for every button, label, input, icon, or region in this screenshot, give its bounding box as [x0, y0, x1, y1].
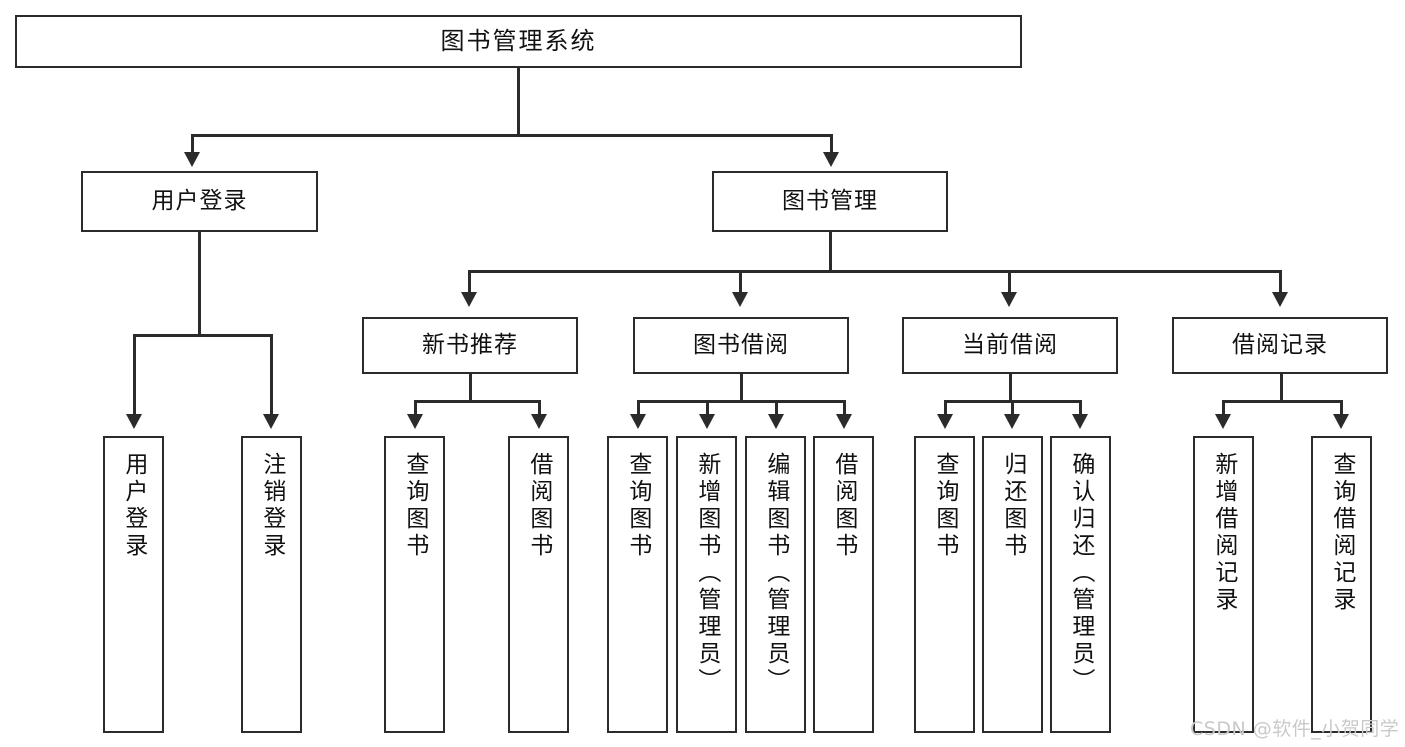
node-book-borrow-label: 图书借阅	[693, 331, 789, 358]
leaf-query-record[interactable]: 查询借阅记录	[1311, 436, 1372, 733]
leaf-query-book-3[interactable]: 查询图书	[914, 436, 975, 733]
leaf-query-book-1-label: 查询图书	[401, 452, 428, 560]
leaf-user-login[interactable]: 用户登录	[103, 436, 164, 733]
node-borrow-record[interactable]: 借阅记录	[1172, 317, 1388, 374]
leaf-add-book-label: 新增图书（管理员）	[693, 452, 720, 695]
connector-user-login-drop-1	[133, 334, 136, 416]
leaf-user-login-label: 用户登录	[120, 452, 147, 560]
arrow-to-leaf-borrow-book-1	[531, 414, 547, 429]
leaf-borrow-book-2[interactable]: 借阅图书	[813, 436, 874, 733]
connector-nbr-bar	[414, 400, 540, 403]
arrow-root-to-user-login	[184, 152, 200, 167]
leaf-add-book[interactable]: 新增图书（管理员）	[676, 436, 737, 733]
leaf-confirm-return-label: 确认归还（管理员）	[1067, 452, 1094, 695]
leaf-confirm-return[interactable]: 确认归还（管理员）	[1050, 436, 1111, 733]
arrow-to-leaf-user-logout	[263, 414, 279, 429]
connector-user-login-bar	[133, 334, 272, 337]
arrow-to-leaf-edit-book	[768, 414, 784, 429]
connector-cb-stem	[1009, 374, 1012, 402]
connector-bb-drop-1	[637, 400, 640, 416]
leaf-borrow-book-2-label: 借阅图书	[830, 452, 857, 560]
connector-root-to-user-login	[191, 134, 194, 154]
leaf-borrow-book-1-label: 借阅图书	[525, 452, 552, 560]
leaf-edit-book-label: 编辑图书（管理员）	[762, 452, 789, 695]
arrow-root-to-book-manage	[823, 152, 839, 167]
arrow-to-leaf-query-book-2	[630, 414, 646, 429]
connector-root-bar	[191, 134, 832, 137]
node-current-borrow-label: 当前借阅	[962, 331, 1058, 358]
node-new-book-recommend-label: 新书推荐	[422, 331, 518, 358]
arrow-to-leaf-confirm-return	[1072, 414, 1088, 429]
arrow-to-leaf-query-record	[1333, 414, 1349, 429]
arrow-to-leaf-query-book-3	[937, 414, 953, 429]
connector-nbr-stem	[469, 374, 472, 402]
arrow-to-current-borrow	[1001, 292, 1017, 307]
arrow-to-new-book-recommend	[461, 292, 477, 307]
connector-cb-drop-3	[1079, 400, 1082, 416]
connector-br-stem	[1280, 374, 1283, 402]
connector-bm-drop-4	[1279, 270, 1282, 294]
node-root[interactable]: 图书管理系统	[15, 15, 1022, 68]
connector-br-drop-1	[1222, 400, 1225, 416]
leaf-query-book-2-label: 查询图书	[624, 452, 651, 560]
connector-bb-drop-2	[706, 400, 709, 416]
connector-root-to-book-manage	[830, 134, 833, 154]
connector-bb-bar	[637, 400, 844, 403]
arrow-to-leaf-borrow-book-2	[836, 414, 852, 429]
leaf-edit-book[interactable]: 编辑图书（管理员）	[745, 436, 806, 733]
leaf-borrow-book-1[interactable]: 借阅图书	[508, 436, 569, 733]
connector-book-manage-stem	[829, 231, 832, 272]
connector-bb-stem	[740, 374, 743, 402]
connector-root-stem	[517, 68, 520, 136]
connector-br-drop-2	[1340, 400, 1343, 416]
connector-book-manage-bar	[468, 270, 1280, 273]
leaf-return-book-label: 归还图书	[999, 452, 1026, 560]
connector-nbr-drop-2	[538, 400, 541, 416]
arrow-to-leaf-query-book-1	[407, 414, 423, 429]
node-book-borrow[interactable]: 图书借阅	[633, 317, 849, 374]
leaf-user-logout[interactable]: 注销登录	[241, 436, 302, 733]
node-user-login-label: 用户登录	[151, 187, 248, 214]
node-user-login[interactable]: 用户登录	[81, 171, 318, 232]
leaf-query-record-label: 查询借阅记录	[1328, 452, 1355, 614]
arrow-to-book-borrow	[732, 292, 748, 307]
leaf-query-book-1[interactable]: 查询图书	[384, 436, 445, 733]
connector-nbr-drop-1	[414, 400, 417, 416]
leaf-query-book-2[interactable]: 查询图书	[607, 436, 668, 733]
arrow-to-leaf-return-book	[1004, 414, 1020, 429]
connector-bm-drop-2	[739, 270, 742, 294]
arrow-to-borrow-record	[1272, 292, 1288, 307]
connector-bm-drop-1	[468, 270, 471, 294]
connector-cb-drop-1	[944, 400, 947, 416]
leaf-query-book-3-label: 查询图书	[931, 452, 958, 560]
arrow-to-leaf-add-book	[699, 414, 715, 429]
connector-user-login-drop-2	[270, 334, 273, 416]
connector-bm-drop-3	[1008, 270, 1011, 294]
node-new-book-recommend[interactable]: 新书推荐	[362, 317, 578, 374]
arrow-to-leaf-add-record	[1215, 414, 1231, 429]
node-borrow-record-label: 借阅记录	[1232, 331, 1328, 358]
leaf-add-record[interactable]: 新增借阅记录	[1193, 436, 1254, 733]
connector-bb-drop-4	[843, 400, 846, 416]
connector-br-bar	[1222, 400, 1342, 403]
leaf-user-logout-label: 注销登录	[258, 452, 285, 560]
connector-bb-drop-3	[775, 400, 778, 416]
node-book-manage[interactable]: 图书管理	[712, 171, 948, 232]
node-root-label: 图书管理系统	[440, 27, 597, 56]
node-current-borrow[interactable]: 当前借阅	[902, 317, 1118, 374]
connector-cb-drop-2	[1011, 400, 1014, 416]
node-book-manage-label: 图书管理	[782, 187, 878, 214]
arrow-to-leaf-user-login	[126, 414, 142, 429]
leaf-add-record-label: 新增借阅记录	[1210, 452, 1237, 614]
connector-user-login-stem	[198, 232, 201, 336]
leaf-return-book[interactable]: 归还图书	[982, 436, 1043, 733]
